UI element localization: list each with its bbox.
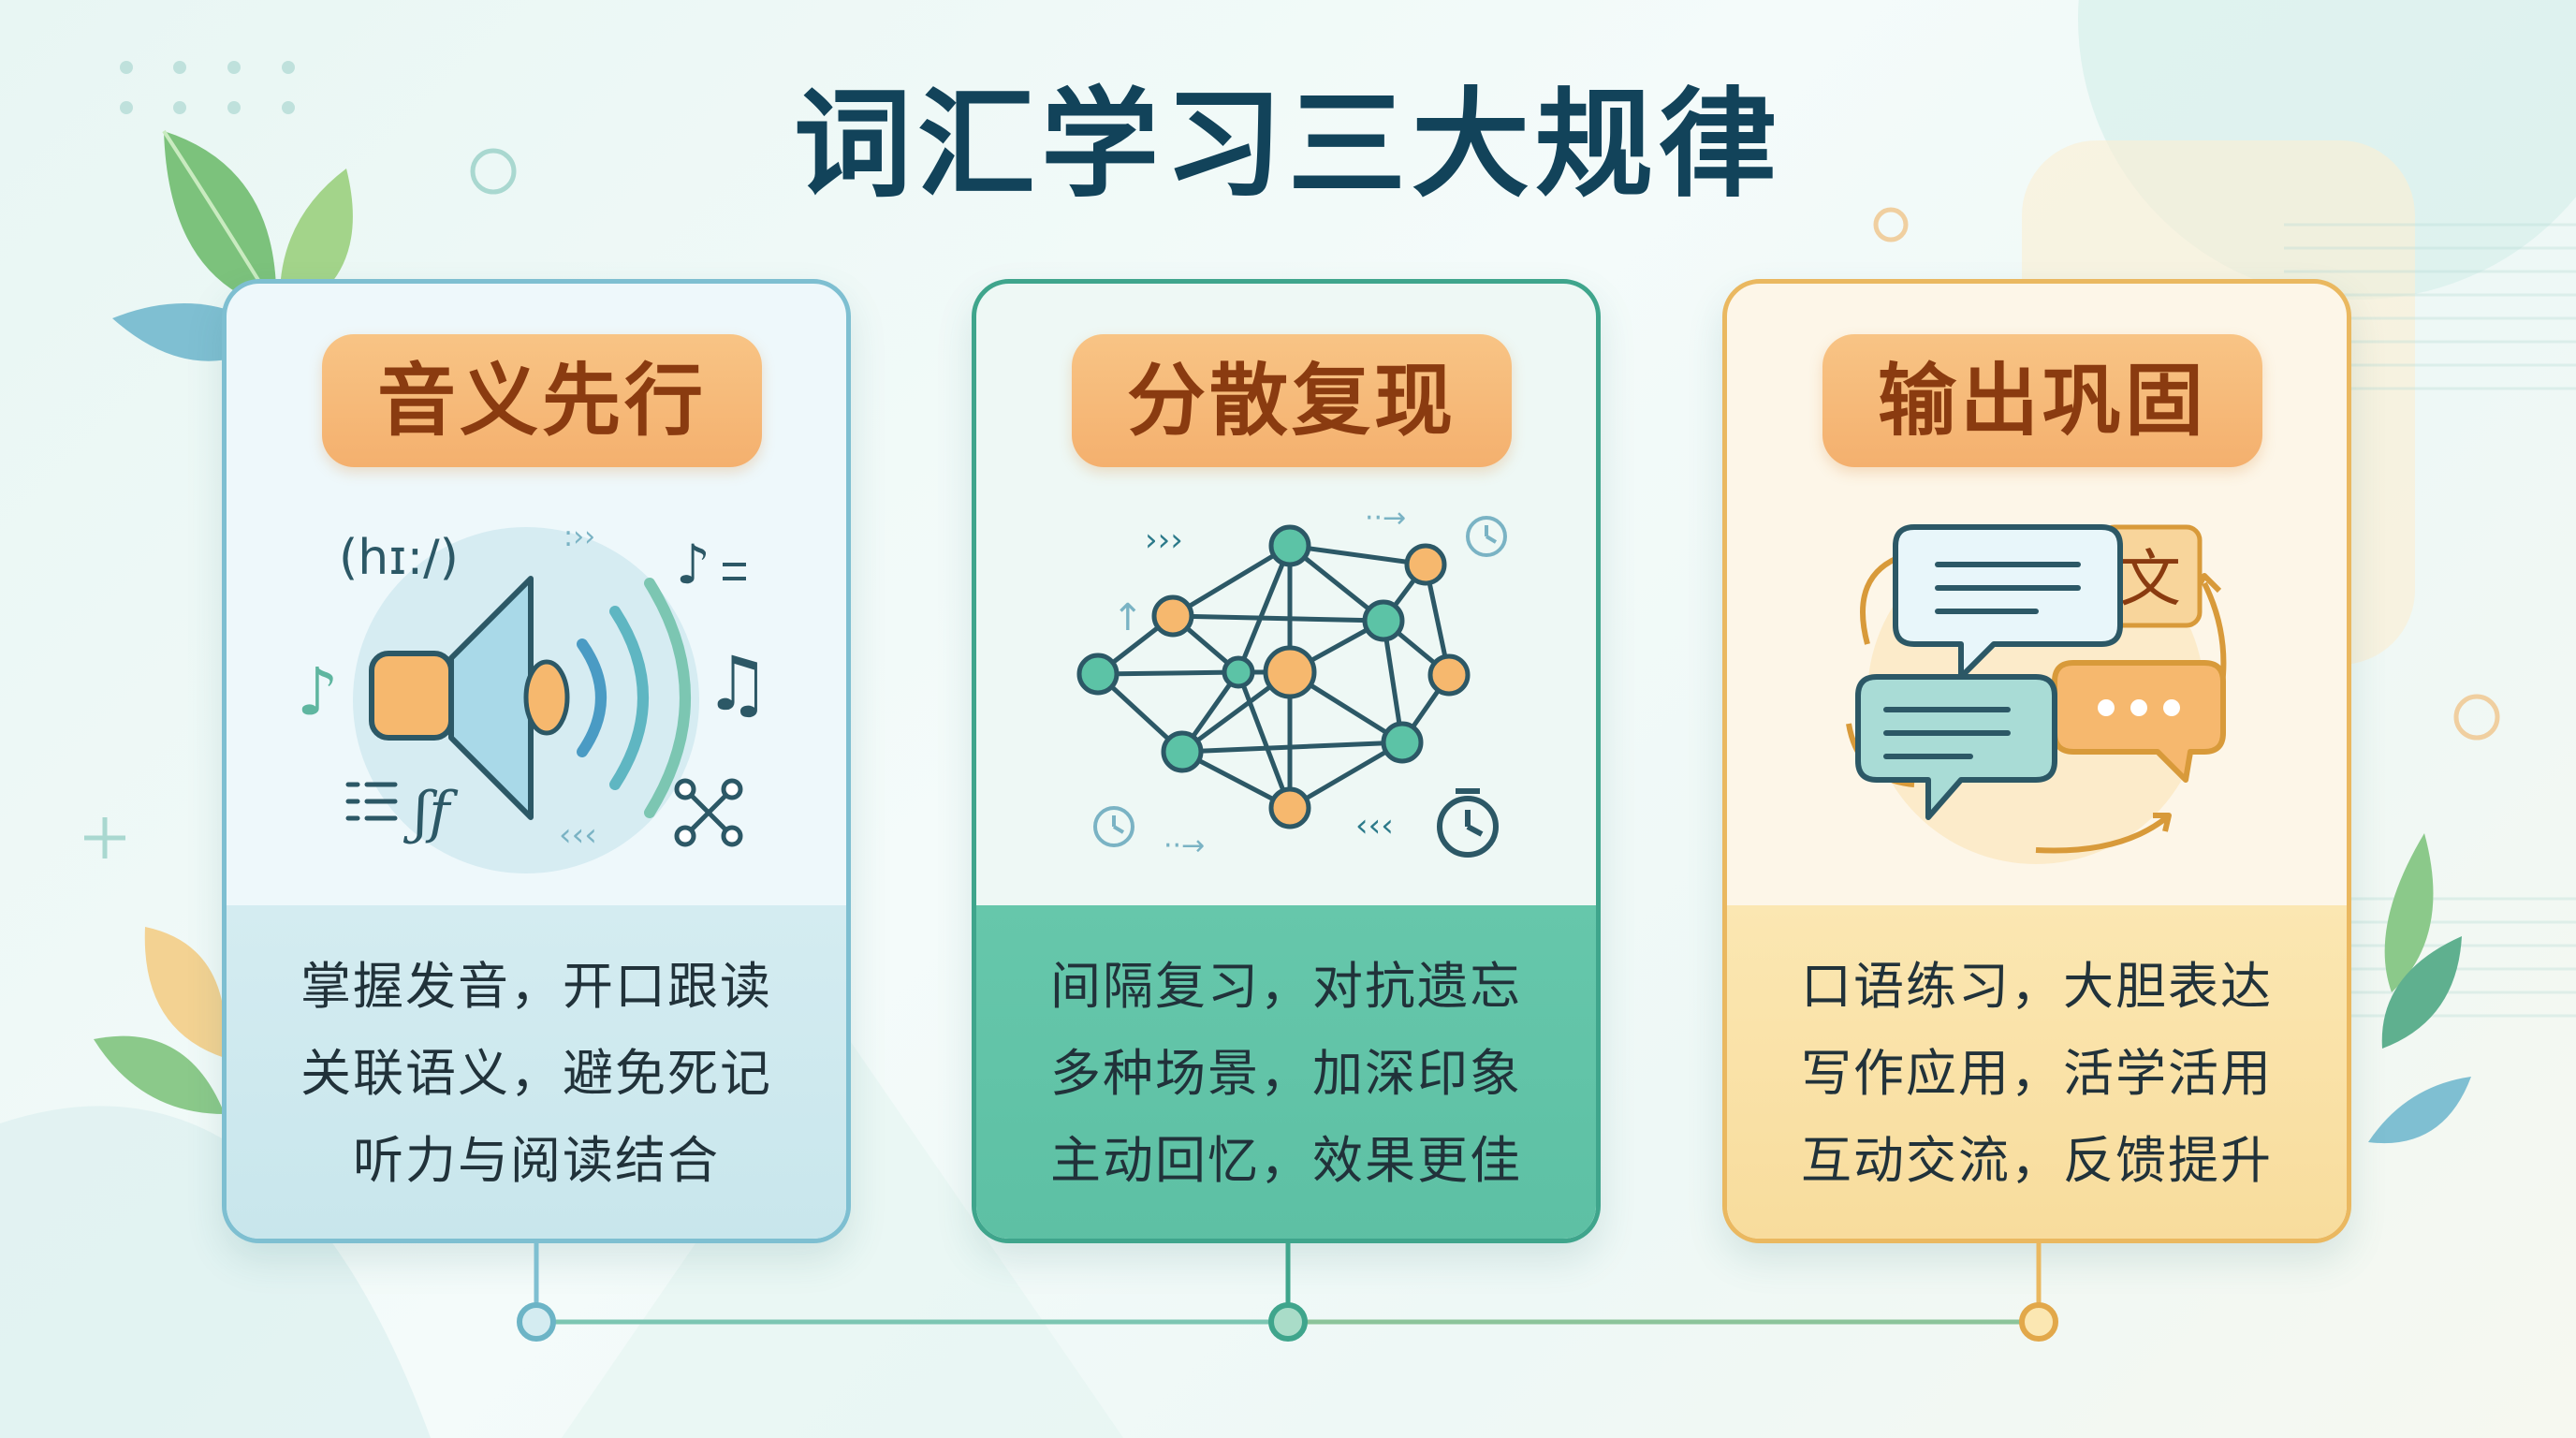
card-sound-meaning: 音义先行 (hɪ:/) :›› ♪ ♪ ♫ ʃf ‹‹‹ xyxy=(222,279,851,1243)
svg-text:♫: ♫ xyxy=(704,640,771,727)
speaker-icon: (hɪ:/) :›› ♪ ♪ ♫ ʃf ‹‹‹ xyxy=(297,521,771,873)
page-title: 词汇学习三大规律 xyxy=(794,76,1782,213)
card-line: 写作应用，活学活用 xyxy=(1801,1044,2273,1103)
svg-text:‹‹‹: ‹‹‹ xyxy=(559,816,597,854)
card-output-consolidation: 输出巩固 文 口语练习，大胆表达 写作应用，活学 xyxy=(1722,279,2351,1243)
svg-text:‹‹‹: ‹‹‹ xyxy=(1355,807,1394,844)
svg-text:↑: ↑ xyxy=(1112,596,1144,639)
card-line: 关联语义，避免死记 xyxy=(300,1044,772,1103)
bubble-character: 文 xyxy=(2119,543,2181,615)
card-spaced-repetition: 分散复现 xyxy=(972,279,1601,1243)
card-illustration-area: 音义先行 (hɪ:/) :›› ♪ ♪ ♫ ʃf ‹‹‹ xyxy=(227,284,846,905)
svg-text:♪: ♪ xyxy=(297,653,339,730)
card-illustration-area: 输出巩固 文 xyxy=(1727,284,2347,905)
card-line: 互动交流，反馈提升 xyxy=(1801,1131,2273,1190)
card-text-area: 间隔复习，对抗遗忘 多种场景，加深印象 主动回忆，效果更佳 xyxy=(976,905,1596,1239)
phonetic-label: (hɪ:/) xyxy=(339,530,459,586)
card-line: 口语练习，大胆表达 xyxy=(1801,957,2273,1016)
svg-text:··→: ··→ xyxy=(1365,502,1406,535)
card-line: 间隔复习，对抗遗忘 xyxy=(1050,957,1522,1016)
svg-text::››: :›› xyxy=(564,521,595,553)
card-line: 听力与阅读结合 xyxy=(353,1131,720,1190)
card-line: 主动回忆，效果更佳 xyxy=(1050,1131,1522,1190)
svg-text:›››: ››› xyxy=(1145,521,1183,559)
card-line: 多种场景，加深印象 xyxy=(1050,1044,1522,1103)
svg-text:♪: ♪ xyxy=(676,533,710,596)
card-heading: 输出巩固 xyxy=(1822,334,2262,467)
svg-text:··→: ··→ xyxy=(1164,829,1205,862)
card-line: 掌握发音，开口跟读 xyxy=(300,957,772,1016)
card-heading: 音义先行 xyxy=(322,334,762,467)
chat-bubbles-icon: 文 xyxy=(1846,524,2227,864)
card-text-area: 口语练习，大胆表达 写作应用，活学活用 互动交流，反馈提升 xyxy=(1727,905,2347,1239)
network-icon: ››› ··→ ↑ ··→ ‹‹‹ xyxy=(1076,502,1507,862)
card-heading: 分散复现 xyxy=(1072,334,1512,467)
card-text-area: 掌握发音，开口跟读 关联语义，避免死记 听力与阅读结合 xyxy=(227,905,846,1239)
card-illustration-area: 分散复现 xyxy=(976,284,1596,905)
